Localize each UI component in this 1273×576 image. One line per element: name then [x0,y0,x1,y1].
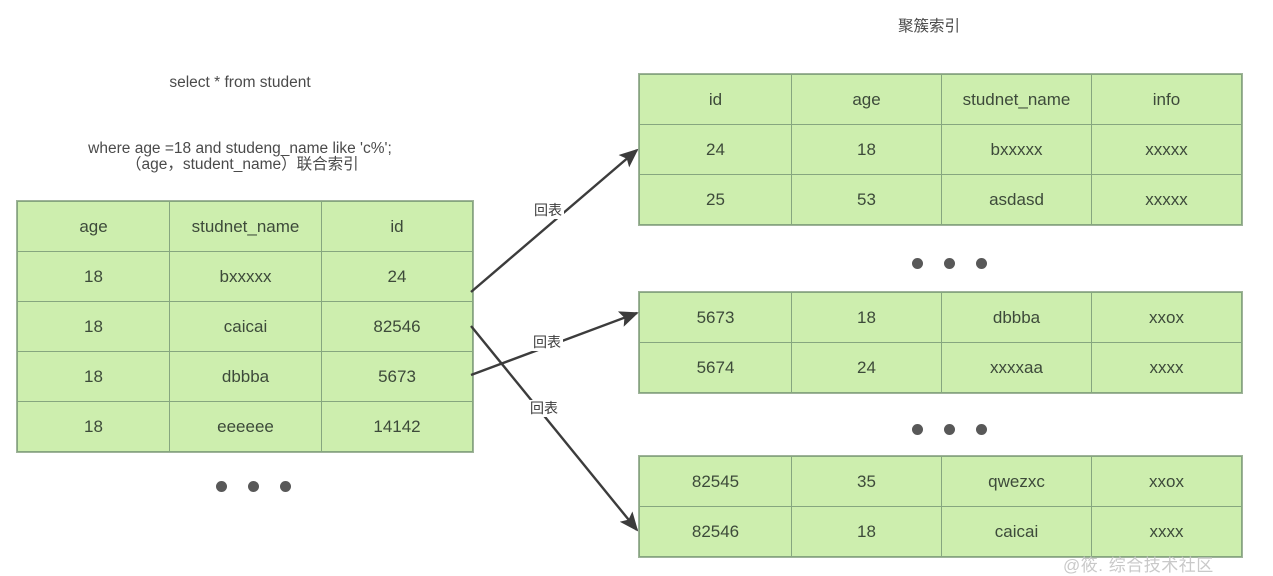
dot [944,258,955,269]
cell-id: 5673 [321,351,473,402]
cell-id: 14142 [321,401,473,452]
table-header-row: id age studnet_name info [639,74,1242,125]
column-header-age: age [791,74,942,125]
table-header-row: age studnet_name id [17,201,473,252]
column-header-id: id [639,74,792,125]
cell-age: 18 [17,401,170,452]
cell-studnet-name: dbbba [169,351,322,402]
cell-age: 35 [791,456,942,507]
ellipsis-dots-clustered-2 [912,424,987,435]
dot [976,258,987,269]
column-header-id: id [321,201,473,252]
cell-studnet-name: dbbba [941,292,1092,343]
clustered-page-3: 82545 35 qwezxc xxox 82546 18 caicai xxx… [639,456,1242,557]
arrow-lookup-1 [470,148,639,293]
cell-studnet-name: bxxxxx [941,124,1092,175]
cell-age: 18 [17,351,170,402]
dot [912,258,923,269]
ellipsis-dots-secondary-index [216,481,291,492]
arrow-label-lookup-2: 回表 [531,334,563,351]
table-row: 82545 35 qwezxc xxox [639,456,1242,507]
cell-info: xxxxx [1091,124,1242,175]
cell-info: xxox [1091,456,1242,507]
cell-id: 5674 [639,342,792,393]
cell-age: 53 [791,174,942,225]
cell-id: 25 [639,174,792,225]
cell-studnet-name: bxxxxx [169,251,322,302]
cell-age: 24 [791,342,942,393]
sql-line-2: where age =18 and studeng_name like 'c%'… [88,140,392,157]
table-row: 5673 18 dbbba xxox [639,292,1242,343]
table-row: 25 53 asdasd xxxxx [639,174,1242,225]
cell-id: 82545 [639,456,792,507]
column-header-info: info [1091,74,1242,125]
clustered-page-1: id age studnet_name info 24 18 bxxxxx xx… [639,74,1242,225]
dot [976,424,987,435]
cell-studnet-name: caicai [169,301,322,352]
cell-studnet-name: asdasd [941,174,1092,225]
cell-age: 18 [791,124,942,175]
cell-age: 18 [17,301,170,352]
cell-id: 82546 [321,301,473,352]
sql-statement: select * from student where age =18 and … [40,28,440,204]
table-row: 18 dbbba 5673 [17,351,473,402]
dot [280,481,291,492]
table-row: 24 18 bxxxxx xxxxx [639,124,1242,175]
column-header-age: age [17,201,170,252]
cell-studnet-name: qwezxc [941,456,1092,507]
clustered-index-caption: 聚簇索引 [898,18,961,35]
column-header-studnet-name: studnet_name [169,201,322,252]
table-row: 18 bxxxxx 24 [17,251,473,302]
cell-info: xxox [1091,292,1242,343]
column-header-studnet-name: studnet_name [941,74,1092,125]
cell-studnet-name: caicai [941,506,1092,557]
cell-id: 82546 [639,506,792,557]
cell-info: xxxx [1091,506,1242,557]
secondary-index-table: age studnet_name id 18 bxxxxx 24 18 caic… [17,201,473,452]
clustered-page-2: 5673 18 dbbba xxox 5674 24 xxxxaa xxxx [639,292,1242,393]
dot [248,481,259,492]
cell-age: 18 [791,506,942,557]
dot [944,424,955,435]
cell-info: xxxx [1091,342,1242,393]
watermark: @筱. 综合技术社区 [1063,556,1214,575]
cell-info: xxxxx [1091,174,1242,225]
table-row: 82546 18 caicai xxxx [639,506,1242,557]
secondary-index-caption: （age，student_name）联合索引 [126,156,359,173]
table-row: 18 caicai 82546 [17,301,473,352]
arrow-lookup-3 [470,325,639,532]
arrow-label-lookup-1: 回表 [532,202,564,219]
cell-age: 18 [791,292,942,343]
dot [216,481,227,492]
dot [912,424,923,435]
arrow-label-lookup-3: 回表 [528,400,560,417]
cell-id: 24 [639,124,792,175]
table-row: 18 eeeeee 14142 [17,401,473,452]
cell-studnet-name: xxxxaa [941,342,1092,393]
cell-id: 5673 [639,292,792,343]
cell-age: 18 [17,251,170,302]
cell-id: 24 [321,251,473,302]
table-row: 5674 24 xxxxaa xxxx [639,342,1242,393]
cell-studnet-name: eeeeee [169,401,322,452]
ellipsis-dots-clustered-1 [912,258,987,269]
sql-line-1: select * from student [169,74,311,91]
